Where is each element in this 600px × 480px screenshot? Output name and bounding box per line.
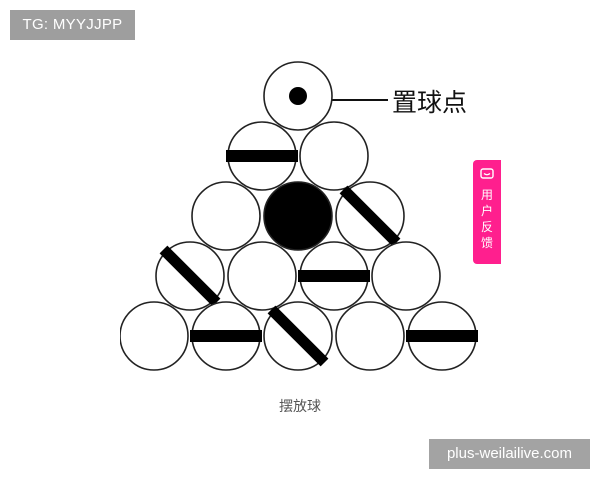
ball	[371, 241, 441, 311]
site-watermark: plus-weilailive.com	[429, 439, 590, 469]
ball	[226, 121, 298, 191]
ball	[191, 181, 261, 251]
ball-outline	[371, 241, 441, 311]
ball-outline	[335, 301, 405, 371]
ball	[155, 241, 225, 311]
ball-rack-diagram: 置球点	[120, 60, 482, 386]
ball-stripe	[159, 245, 221, 307]
ball-outline	[191, 181, 261, 251]
ball-outline	[120, 301, 189, 371]
ball	[263, 61, 333, 131]
ball-rack-svg: 置球点	[120, 61, 478, 371]
ball	[298, 241, 370, 311]
ball	[406, 301, 478, 371]
ball-stripe	[267, 305, 329, 367]
ball	[299, 121, 369, 191]
ball	[335, 181, 405, 251]
ball	[190, 301, 262, 371]
ball-outline	[263, 181, 333, 251]
message-icon	[480, 168, 494, 179]
feedback-tab[interactable]: 用户反馈	[473, 160, 501, 264]
ball	[227, 241, 297, 311]
ball-stripe	[298, 270, 370, 282]
ball	[263, 301, 333, 371]
feedback-label: 用户反馈	[480, 188, 493, 250]
balls-layer	[120, 61, 478, 371]
ball-outline	[299, 121, 369, 191]
diagram-caption: 摆放球	[279, 399, 321, 415]
ball	[263, 181, 333, 251]
ball-stripe	[406, 330, 478, 342]
ball	[335, 301, 405, 371]
ball-stripe	[190, 330, 262, 342]
spot-dot	[289, 87, 307, 105]
tg-badge: TG: MYYJJPP	[10, 10, 135, 40]
ball-stripe	[226, 150, 298, 162]
ball-outline	[227, 241, 297, 311]
ball-stripe	[339, 185, 401, 247]
ball	[120, 301, 189, 371]
spot-annotation-label: 置球点	[392, 88, 467, 117]
